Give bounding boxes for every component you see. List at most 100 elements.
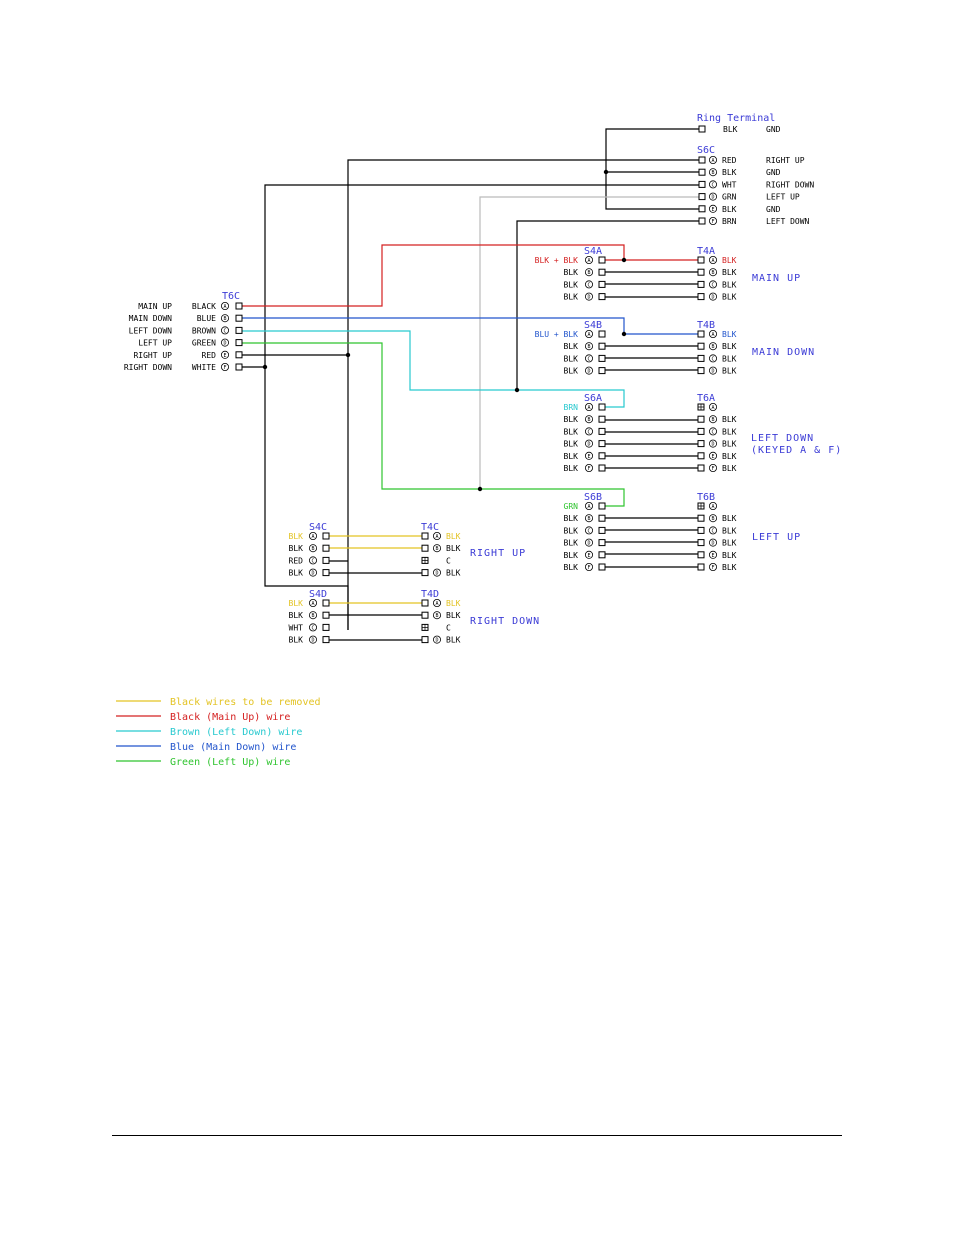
- t4d-right-3: BLK: [446, 636, 461, 645]
- s4b-left-1: BLK: [564, 342, 579, 351]
- s6c-pin-1-letter: B: [711, 170, 714, 176]
- wire-left-up: [240, 342, 625, 507]
- s6b-pin-4-letter: E: [587, 553, 590, 559]
- s6a-pin-5-letter: F: [587, 466, 590, 472]
- s4b-pin-0: [585, 329, 594, 338]
- s6c-pin-3: [709, 192, 718, 201]
- s6b-left-4: BLK: [564, 551, 579, 560]
- t4a-right-3: BLK: [722, 293, 737, 302]
- s4b-term-3: [598, 367, 606, 375]
- s4d-left-0: BLK: [289, 599, 304, 608]
- t6b-title: T6B: [697, 492, 715, 503]
- t4b-pin-0: [709, 329, 718, 338]
- t4c-right-0: BLK: [446, 532, 461, 541]
- t6b-group-label: LEFT UP: [752, 532, 801, 543]
- s6a-left-0: BRN: [564, 403, 579, 412]
- wire-right-down-trunk: [264, 184, 700, 630]
- s6a-term-0: [598, 403, 606, 411]
- s6a-pin-0-letter: A: [587, 405, 590, 411]
- wire-main-up: [240, 244, 700, 307]
- s4d-pin-3-letter: D: [311, 638, 314, 644]
- t4c-term-0: [421, 532, 429, 540]
- s6c-title: S6C: [697, 145, 715, 156]
- t6b-right-4: BLK: [722, 551, 737, 560]
- t4d-right-2: C: [446, 623, 451, 632]
- s4b-left-2: BLK: [564, 354, 579, 363]
- t4d-pin-1: [432, 611, 441, 620]
- s6c-pin-5-letter: F: [711, 219, 714, 225]
- t6b-right-2: BLK: [722, 526, 737, 535]
- s6b-pin-0-letter: A: [587, 504, 590, 510]
- s6b-term-2: [598, 526, 606, 534]
- s6a-term-5: [598, 464, 606, 472]
- s4c-left-0: BLK: [289, 532, 304, 541]
- s4c-term-3: [322, 569, 330, 577]
- t6a-term-2: [697, 427, 705, 435]
- s4d-pin-1-letter: B: [311, 613, 314, 619]
- junction-dot: [621, 331, 627, 337]
- s4c-term-1: [322, 544, 330, 552]
- s4a-term-0: [598, 256, 606, 264]
- t4b-term-2: [697, 354, 705, 362]
- t4c-right-2: C: [446, 556, 451, 565]
- s4d-left-2: WHT: [289, 623, 304, 632]
- s6c-function-0: RIGHT UP: [766, 156, 805, 165]
- t4a-pin-0-letter: A: [711, 258, 714, 264]
- s6c-color-0: RED: [722, 156, 737, 165]
- t6b-pin-4: [709, 550, 718, 559]
- t4a-pin-3-letter: D: [711, 295, 714, 301]
- t4d-pin-3: [432, 635, 441, 644]
- s6c-term-0: [698, 156, 706, 164]
- s4a-pin-3: [585, 292, 594, 301]
- t6b-right-1: BLK: [722, 514, 737, 523]
- s6a-term-3: [598, 440, 606, 448]
- t6b-pin-2-letter: C: [711, 528, 714, 534]
- t6a-pin-3-letter: D: [711, 442, 714, 448]
- wire-right-up-trunk: [347, 159, 700, 630]
- t6c-color-1: BLUE: [197, 314, 216, 323]
- s4a-title: S4A: [584, 246, 602, 257]
- s4d-left-3: BLK: [289, 636, 304, 645]
- t4a-pin-3: [709, 292, 718, 301]
- t4b-title: T4B: [697, 320, 715, 331]
- t6c-name-0: MAIN UP: [138, 302, 172, 311]
- s4c-left-3: BLK: [289, 569, 304, 578]
- s4a-pin-2-letter: C: [587, 282, 590, 288]
- t6a-keyed-cross-0: [698, 404, 704, 410]
- s4c-pin-3: [308, 568, 317, 577]
- s4a-pin-0-letter: A: [587, 258, 590, 264]
- t6c-pin-2-letter: C: [223, 328, 226, 334]
- s4d-pin-2: [308, 623, 317, 632]
- t6c-name-5: RIGHT DOWN: [124, 363, 172, 372]
- s4a-term-1: [598, 268, 606, 276]
- s6b-title: S6B: [584, 492, 602, 503]
- s6a-pin-0: [585, 402, 594, 411]
- t6c-pin-1-letter: B: [223, 316, 226, 322]
- t6a-term-3: [697, 440, 705, 448]
- t4d-pin-0-letter: A: [435, 601, 438, 607]
- s6b-left-1: BLK: [564, 514, 579, 523]
- junction-dot: [621, 257, 627, 263]
- s6a-pin-2: [585, 427, 594, 436]
- t4c-title: T4C: [421, 522, 439, 533]
- s4d-term-0: [322, 599, 330, 607]
- junction-dot: [603, 169, 609, 175]
- wire-left-down-trunk: [516, 220, 700, 390]
- s4d-pin-3: [308, 635, 317, 644]
- t6a-pin-5: [709, 463, 718, 472]
- t4c-pin-0-letter: A: [435, 534, 438, 540]
- t4d-term-0: [421, 599, 429, 607]
- t6a-right-5: BLK: [722, 464, 737, 473]
- t4b-pin-3-letter: D: [711, 369, 714, 375]
- t6c-name-1: MAIN DOWN: [129, 314, 173, 323]
- s6b-left-0: GRN: [564, 502, 579, 511]
- t6c-color-3: GREEN: [192, 339, 216, 348]
- legend-text-0: Black wires to be removed: [170, 697, 321, 708]
- s4c-pin-1: [308, 544, 317, 553]
- t6a-title: T6A: [697, 393, 715, 404]
- t6a-pin-4: [709, 451, 718, 460]
- s6c-function-5: LEFT DOWN: [766, 217, 810, 226]
- s6c-term-2: [698, 180, 706, 188]
- s6b-pin-4: [585, 550, 594, 559]
